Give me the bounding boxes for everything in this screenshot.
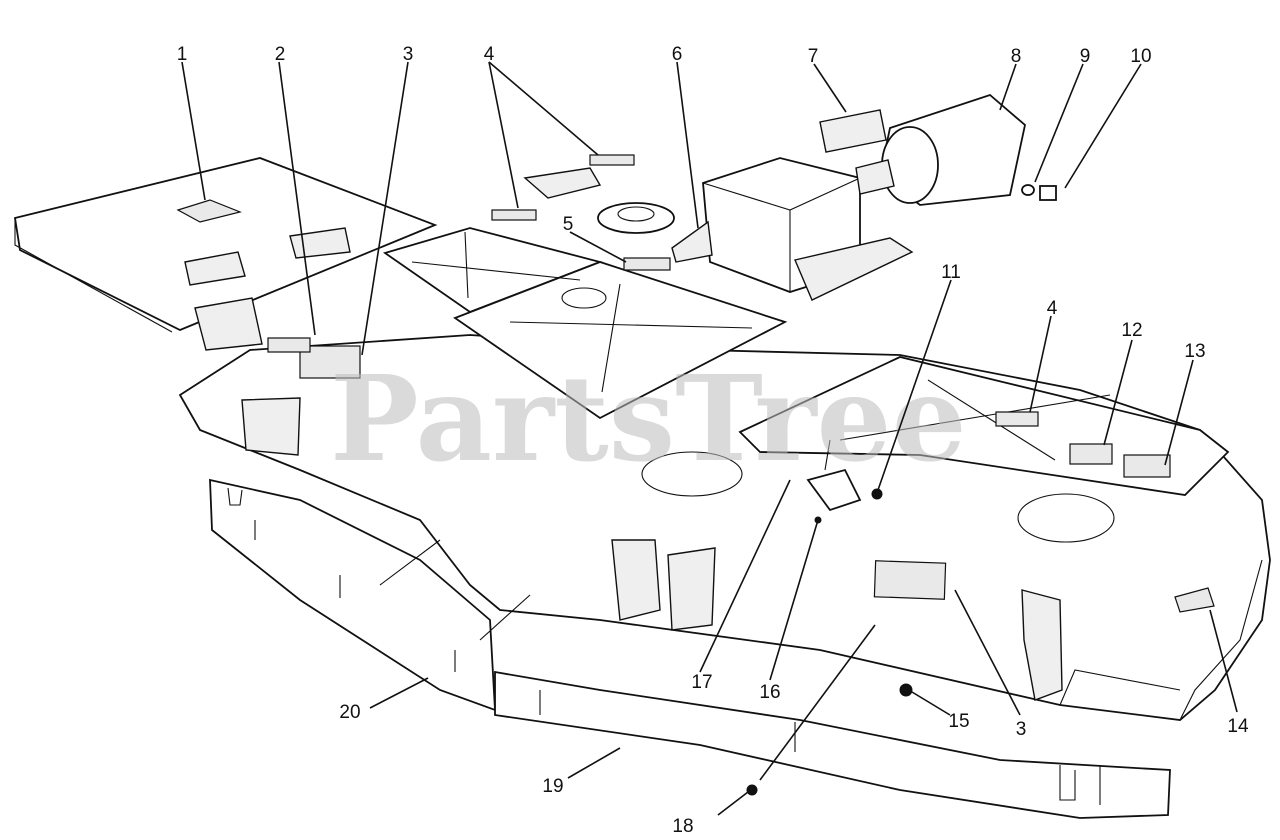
callout-19: 19 — [542, 776, 563, 797]
callout-11: 11 — [941, 262, 961, 283]
callout-5: 5 — [563, 214, 574, 235]
callout-labels: 1 2 3 4 5 6 7 8 9 10 11 4 12 13 3 14 15 … — [177, 44, 1249, 837]
belt-cover-left — [13, 157, 438, 351]
callout-12: 12 — [1121, 320, 1142, 341]
callout-10: 10 — [1130, 46, 1151, 67]
electric-motor — [819, 93, 1057, 206]
callout-3: 3 — [403, 44, 414, 65]
callout-8: 8 — [1011, 46, 1022, 67]
callout-18: 18 — [672, 816, 693, 837]
mower-deck-housing — [178, 334, 1271, 819]
watermark-text: PartsTree — [330, 349, 967, 488]
gearbox — [671, 157, 914, 301]
callout-3-lower: 3 — [1016, 719, 1027, 740]
callout-20: 20 — [339, 702, 360, 723]
callout-17: 17 — [691, 672, 712, 693]
pulley-plate — [267, 227, 788, 420]
callout-1: 1 — [177, 44, 188, 65]
pulley-assembly — [491, 154, 675, 271]
leader-lines — [181, 61, 1238, 816]
callout-13: 13 — [1184, 341, 1205, 362]
callout-6: 6 — [672, 44, 683, 65]
callout-16: 16 — [759, 682, 780, 703]
hardware-nut-18 — [746, 784, 758, 796]
hardware-bolt-15 — [899, 683, 913, 697]
callout-4-right: 4 — [1047, 298, 1058, 319]
callout-4: 4 — [484, 44, 495, 65]
callout-2: 2 — [275, 44, 286, 65]
callout-7: 7 — [808, 46, 819, 67]
callout-15: 15 — [948, 711, 969, 732]
hardware-nut-11 — [871, 488, 883, 500]
callout-14: 14 — [1227, 716, 1249, 737]
callout-9: 9 — [1080, 46, 1091, 67]
